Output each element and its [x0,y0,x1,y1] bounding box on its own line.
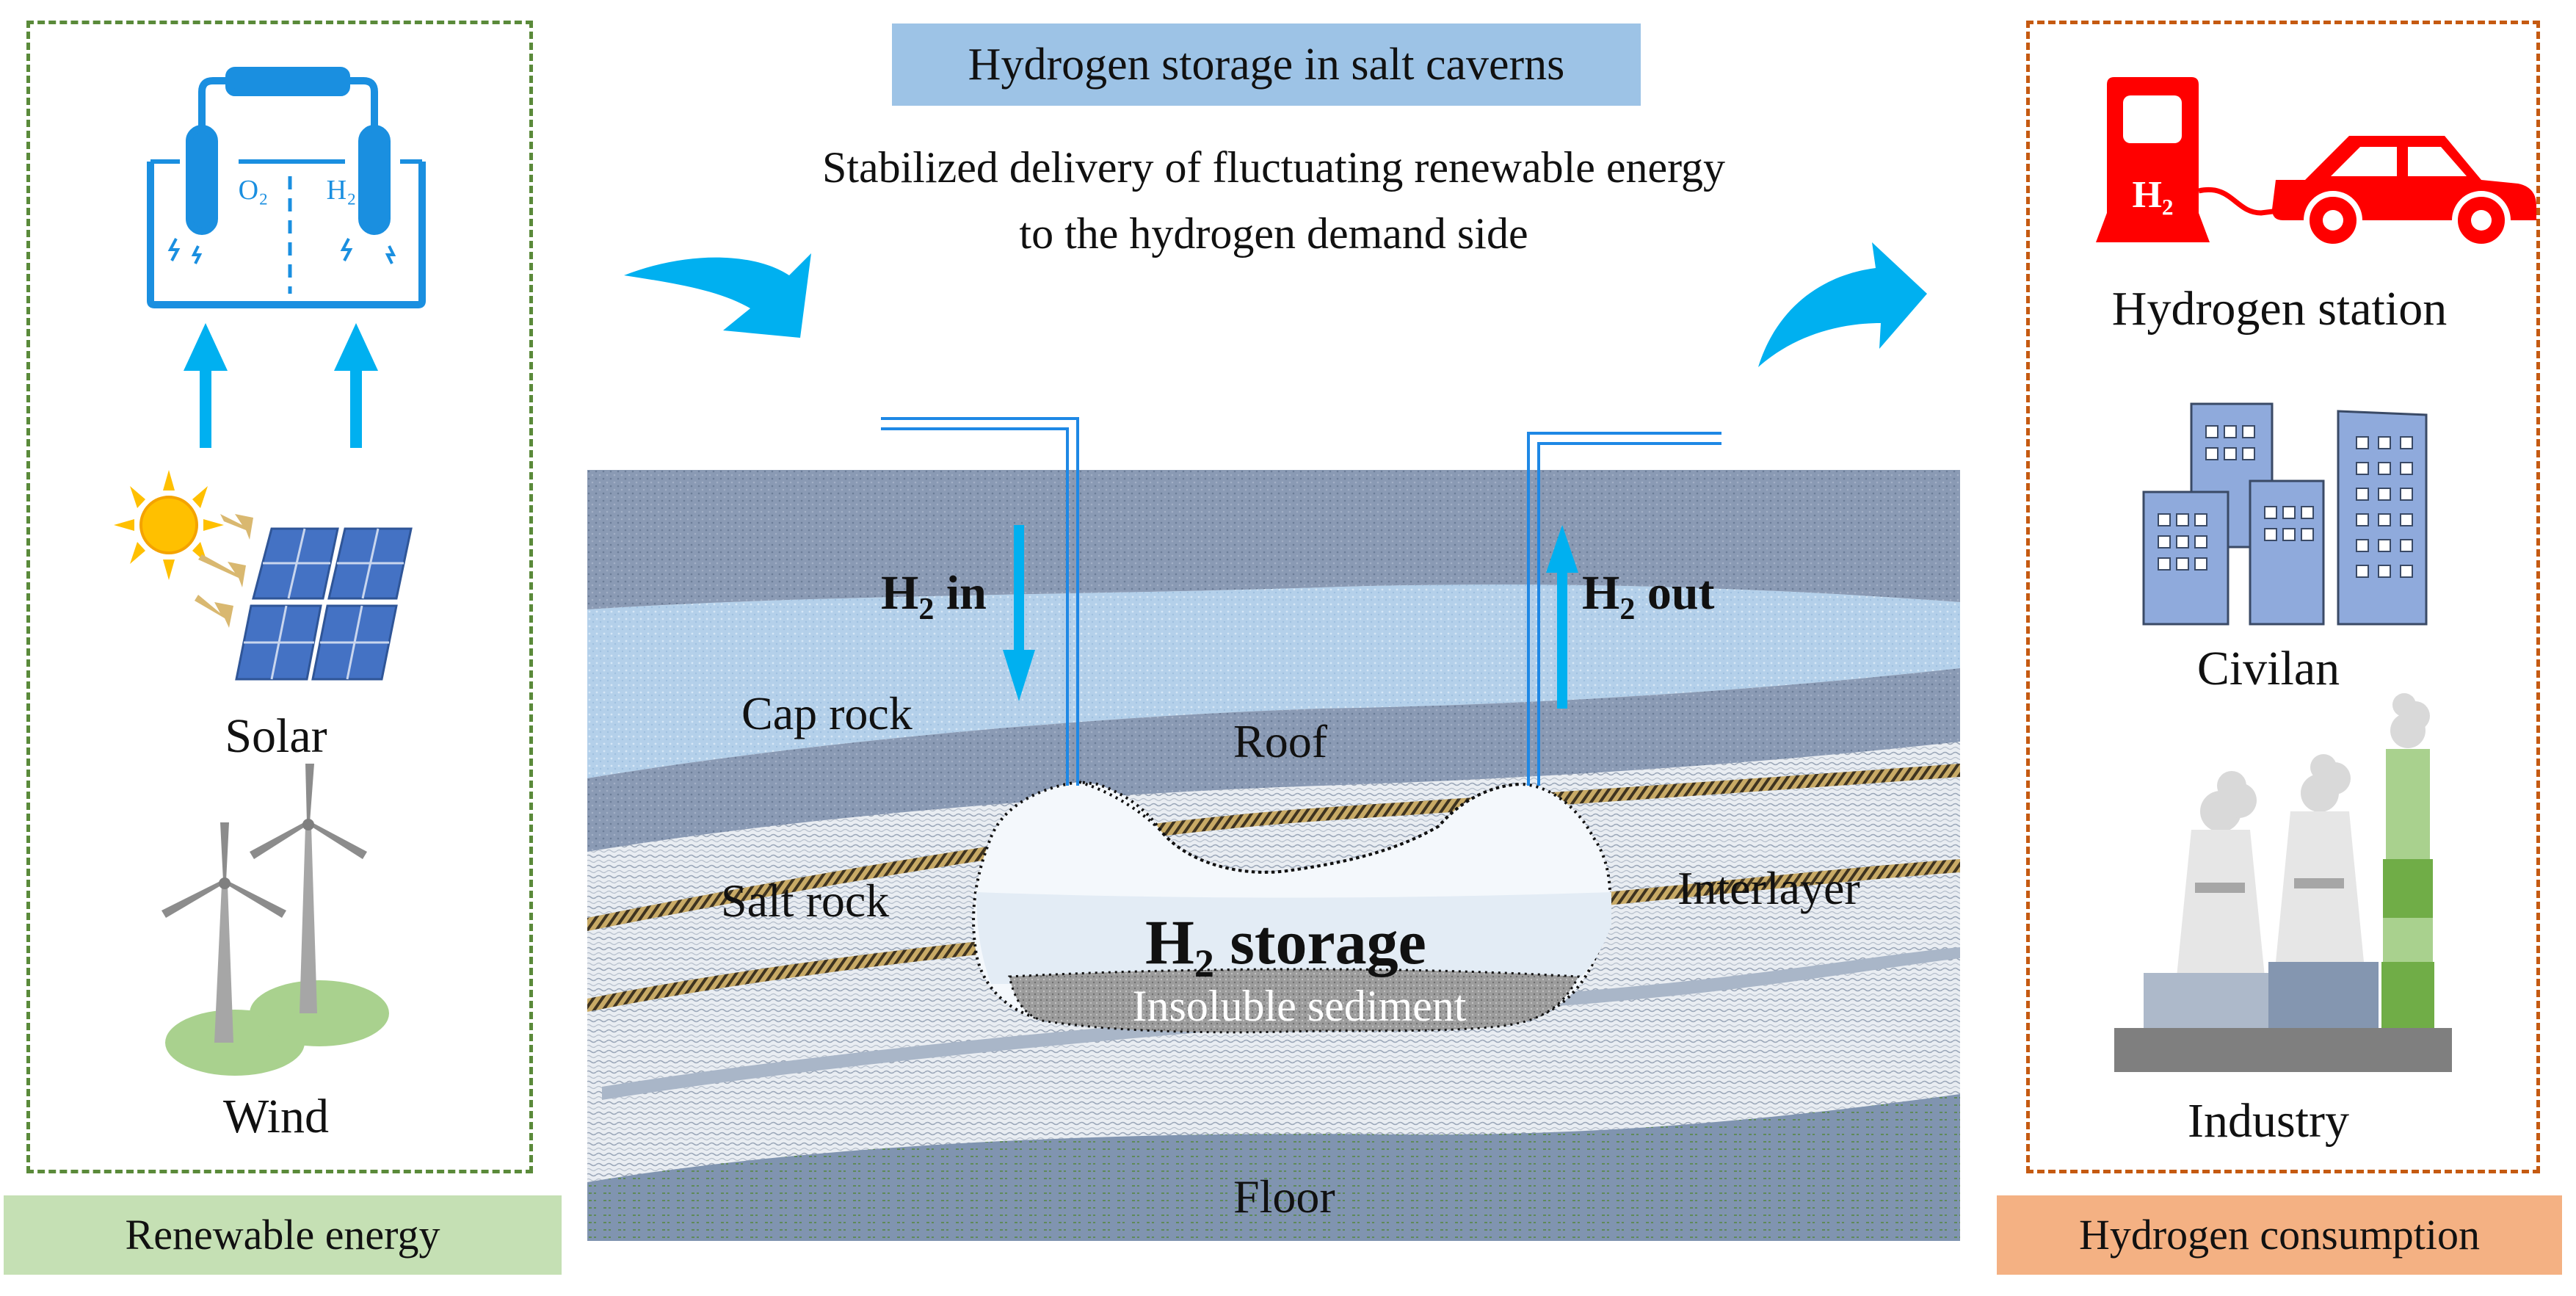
up-arrow-right-icon [334,323,378,448]
renewable-energy-label: Renewable energy [4,1195,562,1275]
up-arrow-left-icon [184,323,228,448]
roof-layer [587,668,1960,852]
curved-arrow-in [624,253,811,338]
h2-in-arrow [1003,525,1035,701]
cavern-lower-shade [976,892,1611,984]
wind-turbine-icon [162,764,389,1076]
cavern-roof-edge [1078,781,1520,874]
spark-icons [167,238,396,264]
h2-out-arrow [1546,525,1578,709]
wind-label: Wind [223,1090,329,1143]
page-title: Hydrogen storage in salt caverns [892,23,1641,106]
geology-cross-section [587,470,1960,1241]
floor-layer [587,1094,1960,1241]
solar-label: Solar [225,709,327,763]
hydrogen-consumption-text: Hydrogen consumption [2078,1211,2481,1259]
floor-label: Floor [1233,1170,1335,1223]
cap-rock-label: Cap rock [741,687,913,739]
factory-icon [2114,693,2452,1072]
interlayer-upper [587,764,1960,931]
h2-storage-label: H2 storage [1145,907,1426,986]
electrolyzer-h2-label: H₂ [326,175,357,206]
insoluble-sediment-label: Insoluble sediment [1132,982,1467,1030]
interlayer-label: Interlayer [1677,862,1860,914]
curved-arrow-out [1758,242,1927,367]
hydrogen-consumption-label: Hydrogen consumption [1997,1195,2562,1275]
renewable-energy-text: Renewable energy [125,1211,440,1259]
page-title-text: Hydrogen storage in salt caverns [968,40,1565,90]
electrolyzer-o2-label: O₂ [238,175,269,206]
interlayer-lower [587,859,1960,1012]
industry-label: Industry [2188,1094,2349,1148]
civilian-label: Civilan [2196,642,2340,695]
hydrogen-consumption-panel [2026,21,2540,1173]
h2-out-label: H2 out [1582,566,1715,627]
building-windows [2158,425,2413,578]
salt-rock-label: Salt rock [721,875,890,927]
injection-pipe [881,417,1079,786]
subtitle-line-1: Stabilized delivery of fluctuating renew… [821,143,1726,192]
h2-in-label: H2 in [881,566,987,627]
hydrogen-station-label: Hydrogen station [2111,282,2448,336]
subtitle-line-2: to the hydrogen demand side [1019,209,1528,258]
sediment-fill [1008,968,1581,1034]
hydrogen-station-icon [2096,77,2291,242]
top-rock-layer [587,470,1960,609]
roof-label: Roof [1233,715,1327,767]
renewable-energy-panel [26,21,533,1173]
solar-panel-grid [244,528,404,680]
electrolyzer-icon [147,67,426,308]
cap-rock-layer [587,584,1960,778]
sunray-arrows [195,514,253,628]
car-icon [2272,136,2536,250]
station-h2-badge: H₂ [2132,174,2174,216]
withdrawal-pipe [1527,432,1721,786]
sun-icon [114,470,224,580]
